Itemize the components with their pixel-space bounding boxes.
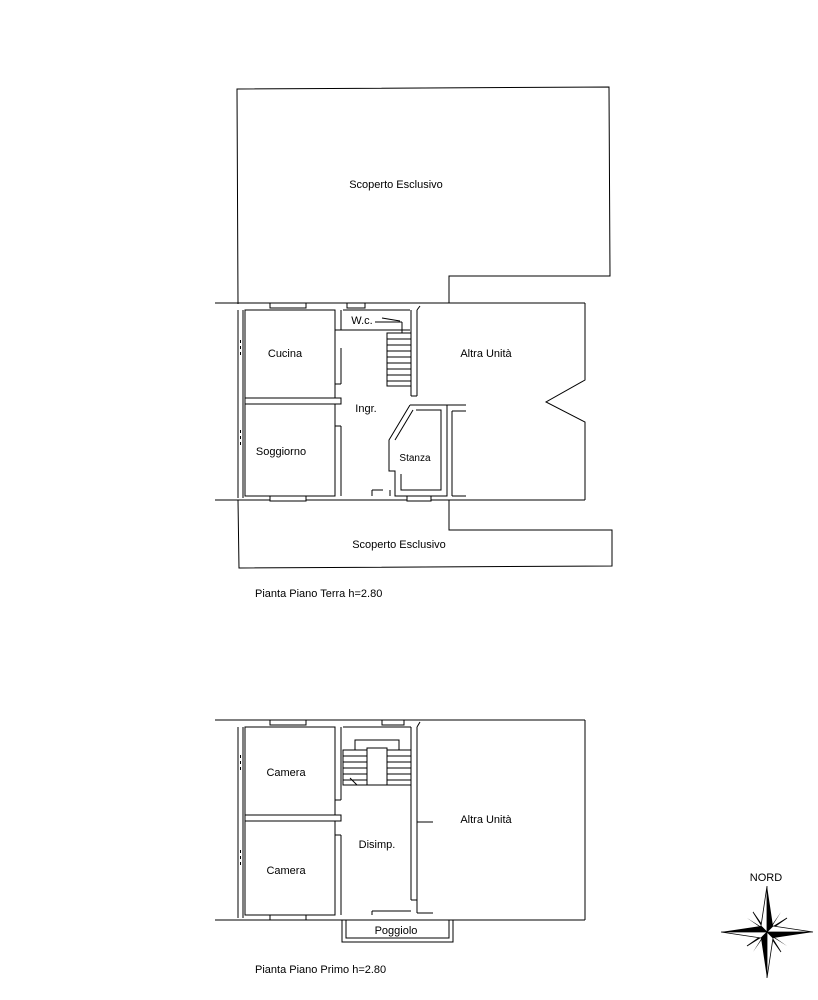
- label-cucina: Cucina: [268, 348, 303, 360]
- label-stanza: Stanza: [399, 453, 431, 464]
- first-floor-plan: Camera Camera Disimp. Altra Unità Poggio…: [215, 719, 586, 976]
- stanza-room: [388, 404, 448, 497]
- label-soggiorno: Soggiorno: [256, 446, 306, 458]
- label-poggiolo: Poggiolo: [375, 925, 418, 937]
- compass-label: NORD: [750, 872, 782, 884]
- label-altra-unita-first: Altra Unità: [460, 814, 512, 826]
- label-altra-unita-ground: Altra Unità: [460, 348, 512, 360]
- label-scoperto-bottom: Scoperto Esclusivo: [352, 539, 446, 551]
- staircase-first: [342, 739, 412, 786]
- ground-floor-caption: Pianta Piano Terra h=2.80: [255, 588, 382, 600]
- ground-floor-plan: Scoperto Esclusivo Cucina Soggiorno W.c.…: [215, 86, 613, 600]
- first-floor-caption: Pianta Piano Primo h=2.80: [255, 964, 386, 976]
- label-scoperto-top: Scoperto Esclusivo: [349, 179, 443, 191]
- label-wc: W.c.: [351, 315, 372, 327]
- staircase-ground: [386, 332, 412, 387]
- courtyard-top-outline: [236, 86, 611, 305]
- label-camera-bottom: Camera: [266, 865, 306, 877]
- courtyard-bottom-outline: [237, 499, 613, 569]
- altra-unita-outline: [544, 303, 586, 500]
- compass-rose-icon: NORD: [720, 872, 814, 979]
- label-disimpegno: Disimp.: [359, 839, 396, 851]
- label-ingresso: Ingr.: [355, 403, 376, 415]
- label-camera-top: Camera: [266, 767, 306, 779]
